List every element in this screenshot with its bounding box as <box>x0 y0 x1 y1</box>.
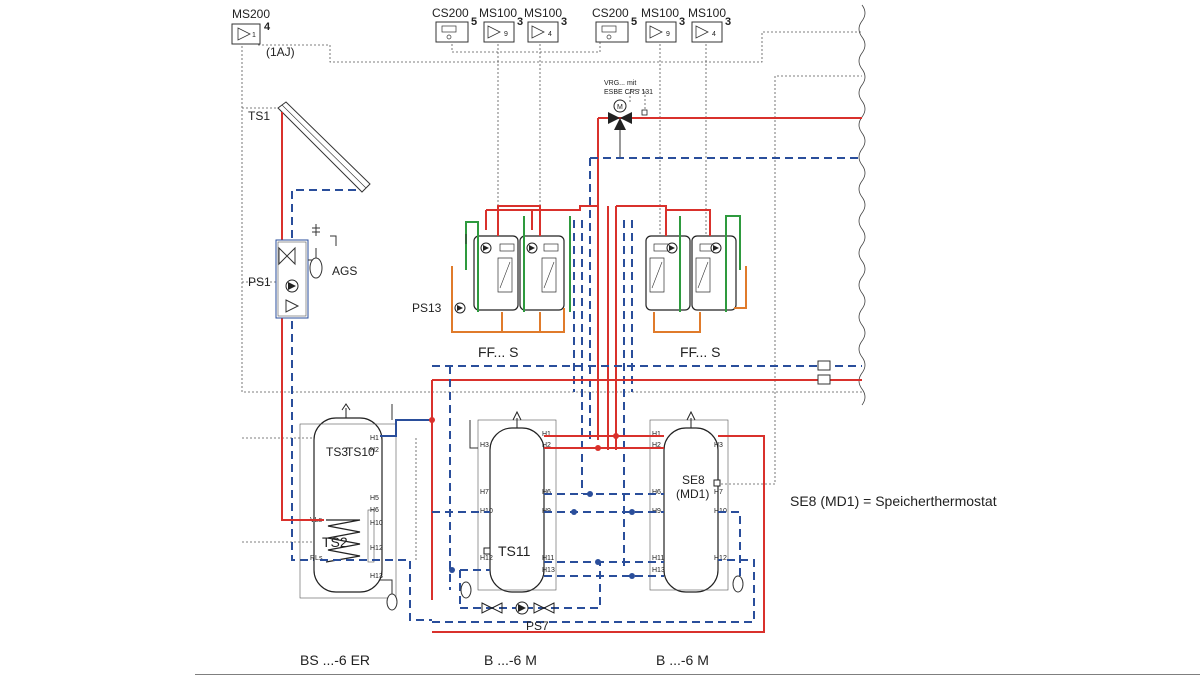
station-right <box>645 235 737 311</box>
ms100-left-b-inner: 4 <box>548 31 552 38</box>
solar-collector: TS1 <box>248 101 371 193</box>
ms200-label: MS200 <box>232 7 270 21</box>
break-line <box>858 4 866 406</box>
station-left-piping <box>451 205 598 392</box>
solar-station: PS1 <box>248 239 309 319</box>
ags-label: AGS <box>332 264 357 278</box>
ms100-left-b: 4 MS100 3 <box>524 6 567 43</box>
ps1-label: PS1 <box>248 275 271 289</box>
circulation-lines <box>431 360 862 600</box>
b1-port-h13: H13 <box>542 567 555 574</box>
ms200-slot: 4 <box>264 21 271 33</box>
b2-port-h11: H11 <box>652 555 664 562</box>
bs-port-h1: H1 <box>370 435 379 442</box>
right-modules: CS200 5 9 MS100 3 4 MS100 3 <box>592 6 731 43</box>
b2-port-h3: H3 <box>714 442 723 449</box>
tank-b2: SE8 (MD1) H1 H2 H6 H9 H11 H13 H3 H7 H10 … <box>649 410 729 668</box>
ms100-right-a-inner: 9 <box>666 31 670 38</box>
bs-coil-rls: RLs <box>310 555 323 562</box>
se8-label: SE8 <box>682 473 705 487</box>
bs-port-h5: H5 <box>370 495 379 502</box>
b2-port-h13: H13 <box>652 567 665 574</box>
b1-port-h7: H7 <box>480 489 489 496</box>
ps13-label: PS13 <box>412 301 442 315</box>
ms100-left-b-slot: 3 <box>561 16 567 28</box>
ms100-right-a-slot: 3 <box>679 16 685 28</box>
cs200-left-label: CS200 <box>432 6 469 20</box>
ms100-right-b-label: MS100 <box>688 6 726 20</box>
ms200-sub: (1AJ) <box>266 45 295 59</box>
cs200-right-label: CS200 <box>592 6 629 20</box>
station-right-piping <box>616 205 747 392</box>
ts3-label: TS3 <box>326 445 348 459</box>
mixer-label-1: VRG... mit <box>604 80 636 87</box>
mixer-valve: M VRG... mit ESBE CRS 131 <box>604 80 653 130</box>
b2-port-h9: H9 <box>652 508 661 515</box>
bs-port-h13: H13 <box>370 573 383 580</box>
station-left <box>473 235 565 311</box>
b1-port-h1: H1 <box>542 431 551 438</box>
ms100-right-b-slot: 3 <box>725 16 731 28</box>
mixer-motor-symbol: M <box>617 104 623 111</box>
b2-port-h7: H7 <box>714 489 723 496</box>
tank-b1-caption: B ...-6 M <box>484 652 537 668</box>
bs-port-h12: H12 <box>370 545 383 552</box>
thermostat-note: SE8 (MD1) = Speicherthermostat <box>790 493 997 509</box>
b2-port-h2: H2 <box>652 442 661 449</box>
distribution-risers <box>581 190 625 566</box>
b1-port-h11: H11 <box>542 555 554 562</box>
station-right-label: FF... S <box>680 344 720 360</box>
mixer-label-2: ESBE CRS 131 <box>604 89 653 96</box>
ms100-right-b: 4 MS100 3 <box>688 6 731 43</box>
junction-dots <box>429 417 635 579</box>
tank-bs: TS3 TS10 TS2 H1 H2 H5 H6 H10 H12 H13 VLs… <box>299 403 397 668</box>
ms100-left-b-label: MS100 <box>524 6 562 20</box>
b2-port-h6: H6 <box>652 489 661 496</box>
tank-bs-caption: BS ...-6 ER <box>300 652 370 668</box>
station-left-label: FF... S <box>478 344 518 360</box>
ms100-left-a-slot: 3 <box>517 16 523 28</box>
cs200-right: CS200 5 <box>592 6 637 43</box>
ms100-left-a-inner: 9 <box>504 31 508 38</box>
ps7-pump: PS7 <box>481 601 555 633</box>
b1-port-h3: H3 <box>480 442 489 449</box>
ts2-label: TS2 <box>322 534 348 550</box>
cs200-left: CS200 5 <box>432 6 477 43</box>
ms100-right-a: 9 MS100 3 <box>641 6 685 43</box>
ts1-label: TS1 <box>248 109 270 123</box>
b1-port-h12: H12 <box>480 555 493 562</box>
ps7-label: PS7 <box>526 619 549 633</box>
ms100-left-a-label: MS100 <box>479 6 517 20</box>
ms100-right-b-inner: 4 <box>712 31 716 38</box>
tank-bs-piping <box>290 404 432 621</box>
bs-port-h2: H2 <box>370 447 379 454</box>
ms200-inner: 1 <box>252 32 256 39</box>
tank-interconnections <box>432 420 765 633</box>
ms100-left-a: 9 MS100 3 <box>479 6 523 43</box>
tank-b1: TS11 H3 H7 H10 H12 H1 H2 H6 H9 H11 H13 B… <box>477 410 557 668</box>
ms200-module: 1 MS200 4 (1AJ) <box>231 7 295 59</box>
expansion-vessel-ags: AGS <box>308 224 357 279</box>
bs-port-h10: H10 <box>370 520 383 527</box>
ps13-pump: PS13 <box>412 301 466 315</box>
b1-port-h6: H6 <box>542 489 551 496</box>
cs200-left-slot: 5 <box>471 16 477 28</box>
ts10-label: TS10 <box>346 445 375 459</box>
b2-port-h12: H12 <box>714 555 727 562</box>
b2-port-h1: H1 <box>652 431 661 438</box>
ms100-right-a-label: MS100 <box>641 6 679 20</box>
md1-label: (MD1) <box>676 487 709 501</box>
b1-port-h2: H2 <box>542 442 551 449</box>
bs-port-h6: H6 <box>370 507 379 514</box>
left-modules: CS200 5 9 MS100 3 4 MS100 3 <box>432 6 567 43</box>
tank-b2-caption: B ...-6 M <box>656 652 709 668</box>
cs200-right-slot: 5 <box>631 16 637 28</box>
ts11-label: TS11 <box>498 543 531 559</box>
